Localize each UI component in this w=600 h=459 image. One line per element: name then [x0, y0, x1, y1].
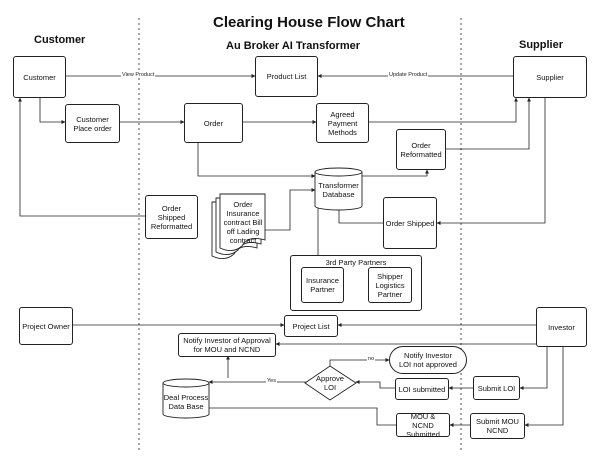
edge-label-yes: Yes [266, 378, 277, 384]
node-mou-ncnd-submitted: MOU & NCND Submitted [396, 412, 450, 439]
edge-order-db [197, 143, 316, 178]
node-project-owner: Project Owner [19, 307, 73, 345]
node-order-reformatted: Order Reformatted [396, 129, 446, 170]
edge-payment-supplier [369, 97, 518, 123]
node-agreed-payment-methods: Agreed Payment Methods [316, 103, 369, 143]
label-transformer-database: Transformer Database [318, 181, 359, 199]
edge-loisubmitted-approve [355, 380, 395, 389]
node-shipper-logistics-partner: Shipper Logistics Partner [368, 267, 412, 303]
edge-supplier-ordershipped [436, 98, 546, 225]
edge-docs-db [262, 188, 316, 231]
edge-shippedreformatted-customer [18, 97, 145, 217]
node-customer: Customer [13, 56, 66, 98]
edge-approve-notifyloi [329, 358, 390, 367]
edge-label-update-product: Update Product [388, 72, 429, 78]
deal-process-database-shape [162, 378, 210, 419]
edge-investor-submitloi [519, 347, 548, 390]
node-investor: Investor [536, 307, 587, 347]
node-product-list: Product List [255, 56, 318, 97]
label-order-documents: Order Insurance contract Bill off Lading… [223, 199, 263, 245]
node-order-shipped-reformatted: Order Shipped Reformatted [145, 195, 198, 239]
node-submit-mou-ncnd: Submit MOU NCND [470, 413, 525, 439]
transformer-database-shape [314, 167, 363, 211]
label-third-party-partners: 3rd Party Partners [325, 258, 387, 267]
node-order-shipped: Order Shipped [383, 197, 437, 249]
lane-header-customer: Customer [34, 34, 86, 46]
lane-header-supplier: Supplier [519, 39, 564, 51]
lane-header-broker: Au Broker AI Transformer [226, 40, 361, 52]
edge-reformatted-supplier [446, 97, 531, 150]
label-deal-process-database: Deal Process Data Base [163, 393, 209, 411]
edge-mousubmitted-dealdb [183, 407, 396, 426]
approve-loi-shape [304, 365, 357, 401]
label-approve-loi: Approve LOI [316, 374, 344, 392]
node-insurance-partner: Insurance Partner [301, 267, 344, 303]
node-submit-loi: Submit LOI [473, 376, 520, 400]
node-supplier: Supplier [513, 56, 587, 98]
edge-customer-placeorder [39, 98, 66, 124]
node-notify-investor-approval: Notify Investor of Approval for MOU and … [178, 333, 276, 357]
node-order: Order [184, 103, 243, 143]
node-project-list: Project List [284, 315, 338, 337]
edge-investor-submitmou [524, 347, 564, 427]
node-customer-place-order: Customer Place order [65, 104, 120, 143]
edge-label-no: no [367, 356, 376, 362]
node-notify-investor-loi: Notify Investor LOI not approved [389, 346, 467, 374]
chart-title: Clearing House Flow Chart [213, 14, 405, 31]
order-documents-shape [211, 193, 266, 259]
node-loi-submitted: LOI submitted [395, 378, 449, 400]
edge-db-reformatted [362, 169, 429, 177]
edge-label-view-product: View Product [121, 72, 156, 78]
